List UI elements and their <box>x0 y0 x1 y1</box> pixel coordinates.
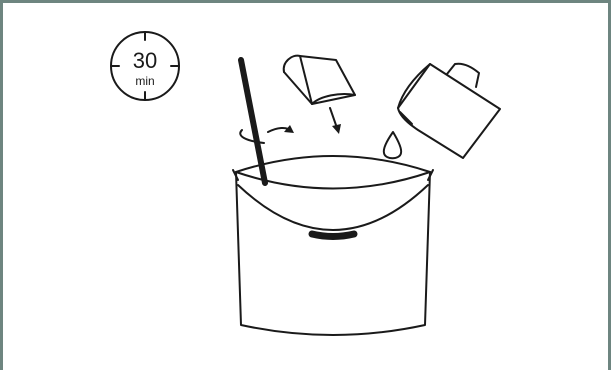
stir-arrow-icon <box>240 125 294 143</box>
timer-unit: min <box>135 74 154 88</box>
timer-value: 30 <box>133 48 157 73</box>
water-jug-icon <box>398 64 500 158</box>
powder-bag-icon <box>284 56 355 134</box>
bucket-body <box>233 170 433 335</box>
stir-stick-icon <box>241 60 265 183</box>
timer-icon: 30 min <box>111 32 179 100</box>
water-drop-icon <box>384 132 401 158</box>
